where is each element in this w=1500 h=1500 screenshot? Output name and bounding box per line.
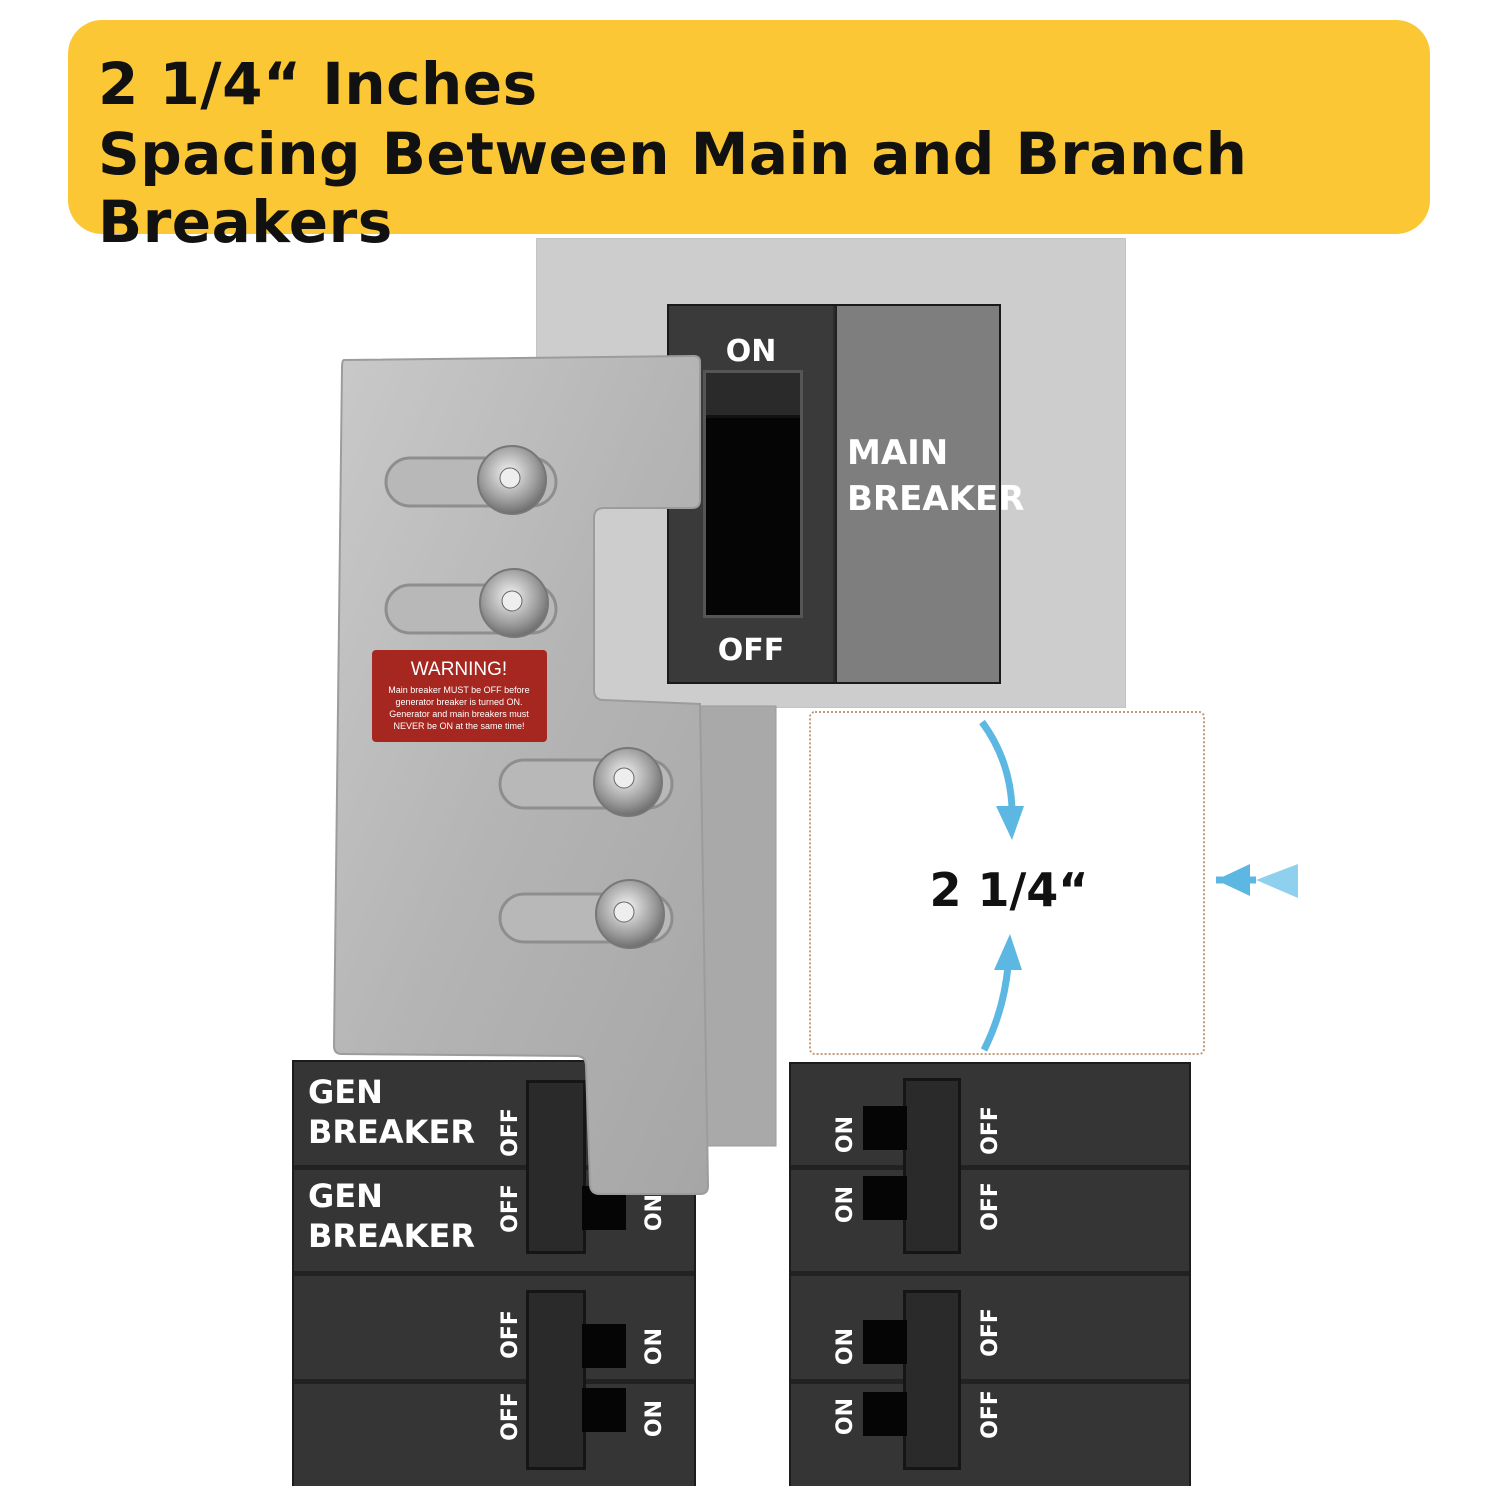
breaker-off-label: OFF [497, 1184, 523, 1233]
svg-text:NEVER be ON at the same time!: NEVER be ON at the same time! [393, 721, 524, 731]
title-banner: 2 1/4“ Inches Spacing Between Main and B… [68, 20, 1430, 256]
breaker-off-label: OFF [977, 1106, 1003, 1155]
breaker-on-label: ON [642, 1327, 668, 1366]
breaker-on-label: ON [833, 1115, 859, 1154]
breaker-on-label: ON [833, 1185, 859, 1224]
warning-label [372, 650, 547, 742]
breaker-on-label: ON [642, 1193, 668, 1232]
banner-subtitle: Spacing Between Main and Branch Breakers [98, 120, 1248, 256]
main-breaker-on-label: ON [725, 334, 777, 369]
breaker-on-label: ON [833, 1397, 859, 1436]
screw [593, 747, 663, 817]
warning-title: WARNING! [411, 659, 507, 680]
banner-title: 2 1/4“ Inches [98, 50, 538, 118]
breaker-off-label: OFF [497, 1392, 523, 1441]
svg-text:Generator and main breakers mu: Generator and main breakers must [389, 709, 529, 719]
arrow-left-icon [1216, 864, 1298, 898]
breaker-off-label: OFF [977, 1390, 1003, 1439]
svg-text:generator breaker is turned ON: generator breaker is turned ON. [395, 697, 522, 707]
main-breaker: ON OFF MAIN BREAKER [667, 304, 1024, 684]
main-breaker-off-label: OFF [717, 633, 785, 668]
screw [595, 879, 665, 949]
right-breaker-stack: ON OFF ON OFF ON OFF ON OFF [789, 1062, 1191, 1486]
breaker-off-label: OFF [497, 1108, 523, 1157]
breaker-off-label: OFF [977, 1182, 1003, 1231]
breaker-on-label: ON [642, 1399, 668, 1438]
breaker-off-label: OFF [977, 1308, 1003, 1357]
svg-text:Main breaker MUST be OFF befor: Main breaker MUST be OFF before [388, 685, 529, 695]
main-breaker-label: MAIN BREAKER [847, 433, 1025, 519]
spacing-indicator-box: 2 1/4“ [809, 711, 1205, 1055]
spacing-value: 2 1/4“ [929, 863, 1089, 917]
breaker-off-label: OFF [497, 1310, 523, 1359]
breaker-on-label: ON [833, 1327, 859, 1366]
main-breaker-handle [703, 370, 803, 618]
